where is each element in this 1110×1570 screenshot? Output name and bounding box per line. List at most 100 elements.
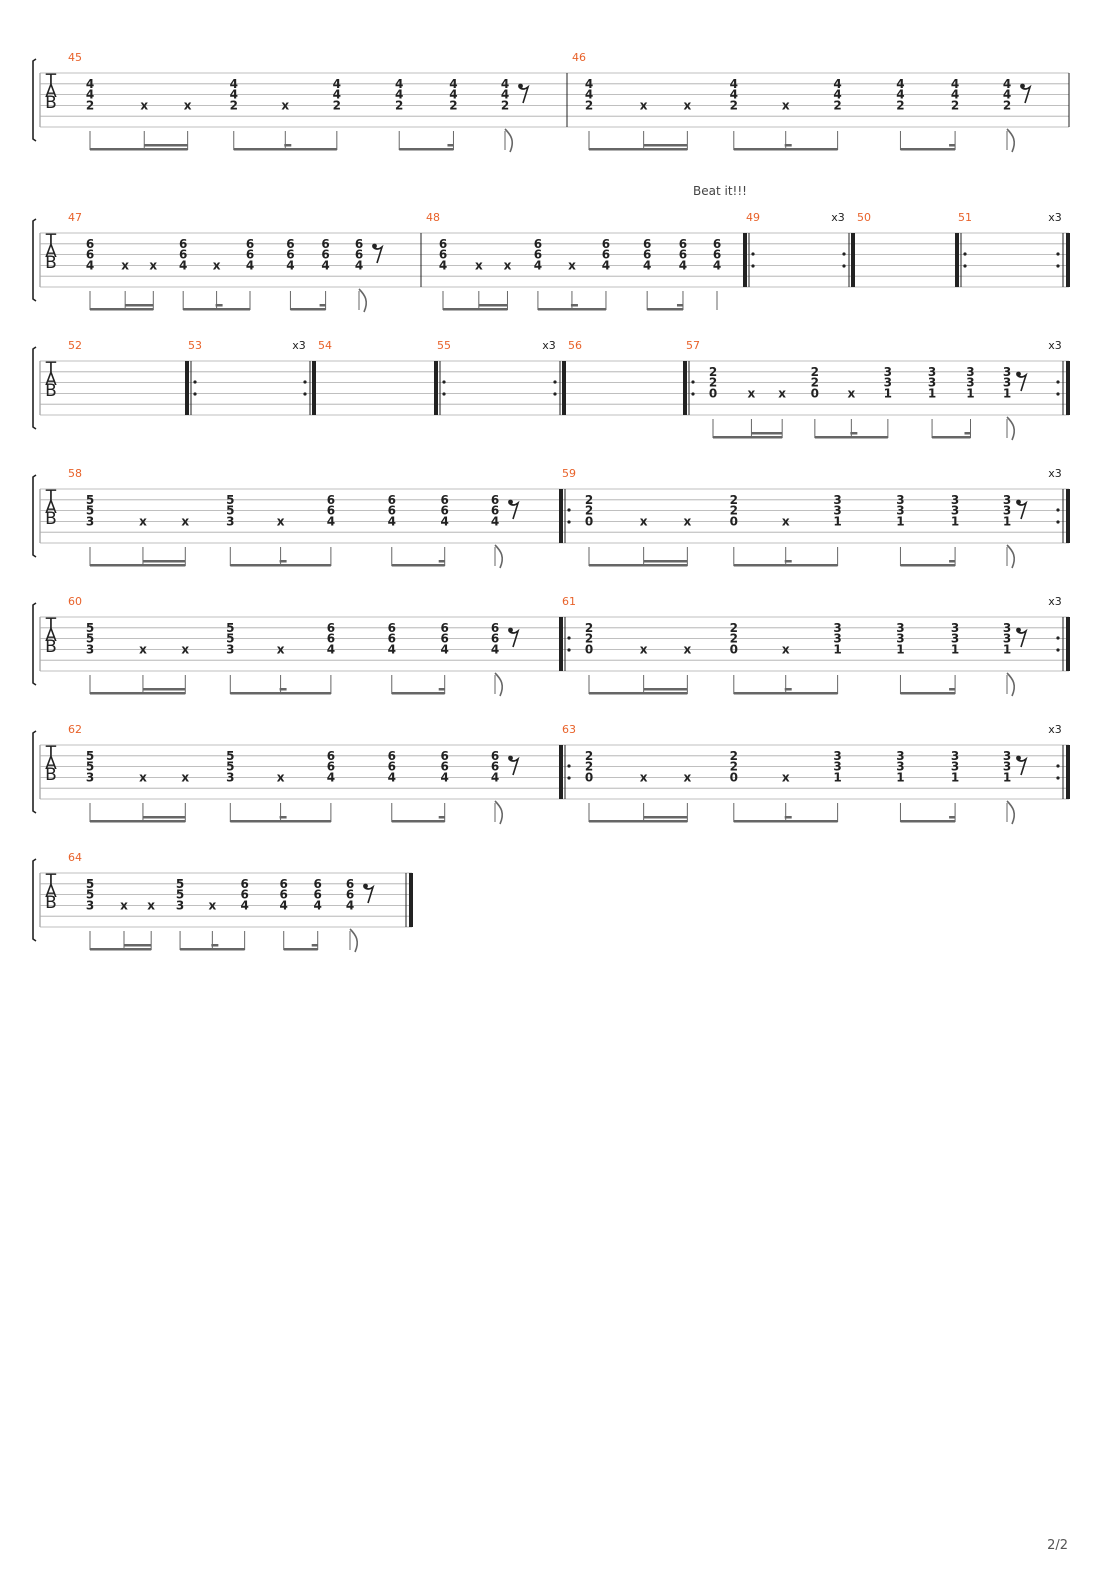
eighth-rest [508,628,520,648]
fret-number: 5 [86,888,94,902]
dead-note: x [121,258,129,272]
secondary-beam [784,688,792,691]
fret-number: 4 [333,88,341,102]
note-flag [1006,128,1015,153]
fret-number: 1 [1003,770,1011,784]
repeat-count: x3 [542,339,556,352]
fret-number: 6 [441,621,449,635]
fret-number: 3 [833,632,841,646]
fret-number: 2 [730,493,738,507]
fret-number: 4 [585,88,593,102]
fret-number: 5 [176,888,184,902]
fret-number: 3 [226,514,234,528]
dead-note: x [782,770,790,784]
measure-number: 54 [318,339,332,352]
fret-number: 6 [321,248,329,262]
fret-number: 4 [388,642,396,656]
final-thick-barline [409,873,413,927]
eighth-rest-dot [508,755,513,761]
fret-number: 5 [86,632,94,646]
fret-number: 2 [585,760,593,774]
fret-number: 3 [226,770,234,784]
fret-number: 4 [501,88,509,102]
secondary-beam [144,144,188,147]
fret-number: 1 [928,386,936,400]
fret-number: 6 [86,248,94,262]
secondary-beam [643,144,688,147]
measure-number: 59 [562,467,576,480]
tab-clef-letter: B [45,893,57,913]
tab-clef-letter: A [45,242,57,262]
beam [90,308,154,311]
secondary-beam [643,688,688,691]
beam [733,564,838,567]
fret-number: 3 [176,898,184,912]
tab-clef-letter: A [45,82,57,102]
fret-number: 6 [441,749,449,763]
eighth-rest-dot [363,883,368,889]
measure-number: 49 [746,211,760,224]
fret-number: 6 [679,237,687,251]
beam [230,820,331,823]
eighth-rest-dot [372,243,377,249]
eighth-rest-dot [518,83,523,89]
fret-number: 3 [896,504,904,518]
fret-number: 6 [491,621,499,635]
fret-number: 1 [951,642,959,656]
fret-number: 6 [439,248,447,262]
repeat-dot [193,380,197,384]
beam [180,948,245,951]
fret-number: 3 [884,376,892,390]
fret-number: 2 [585,504,593,518]
fret-number: 3 [86,770,94,784]
fret-number: 4 [713,258,721,272]
fret-number: 6 [314,877,322,891]
fret-number: 4 [951,88,959,102]
secondary-beam [211,944,219,947]
secondary-beam [949,560,956,563]
measure-number: 58 [68,467,82,480]
dead-note: x [139,770,147,784]
fret-number: 5 [226,504,234,518]
secondary-beam [676,304,683,307]
tab-clef-letter: B [45,637,57,657]
fret-number: 6 [388,504,396,518]
fret-number: 2 [585,621,593,635]
fret-number: 1 [1003,386,1011,400]
repeat-dot [567,764,571,768]
dead-note: x [640,514,648,528]
beam [283,948,318,951]
eighth-rest-dot [508,499,513,505]
repeat-dot [567,648,571,652]
fret-number: 3 [896,621,904,635]
fret-number: 3 [951,749,959,763]
fret-number: 4 [679,258,687,272]
beam [589,564,688,567]
fret-number: 4 [327,642,335,656]
repeat-end-thick-barline [562,361,566,415]
dead-note: x [120,898,128,912]
fret-number: 6 [491,504,499,518]
repeat-count: x3 [1048,211,1062,224]
system-bracket [32,58,37,142]
dead-note: x [181,514,189,528]
beam [391,820,445,823]
fret-number: 1 [896,642,904,656]
page-number: 2/2 [1047,1538,1068,1553]
secondary-beam [964,432,971,435]
dead-note: x [277,514,285,528]
secondary-beam [142,816,186,819]
fret-number: 3 [951,493,959,507]
dead-note: x [181,770,189,784]
fret-number: 6 [679,248,687,262]
beam [589,148,688,151]
fret-number: 2 [501,98,509,112]
eighth-rest [363,884,375,904]
fret-number: 6 [388,632,396,646]
fret-number: 0 [585,770,593,784]
secondary-beam [279,560,287,563]
repeat-dot [691,380,695,384]
dead-note: x [475,258,483,272]
fret-number: 4 [246,258,254,272]
beam [399,148,454,151]
